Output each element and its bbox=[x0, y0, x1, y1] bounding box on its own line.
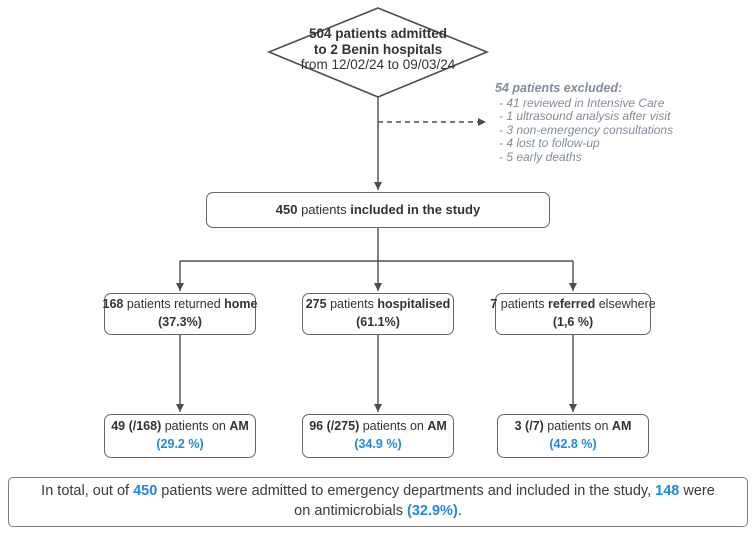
excluded-item: - 3 non-emergency consultations bbox=[499, 122, 674, 137]
summary-text: In total, out of 450 patients were admit… bbox=[41, 483, 715, 519]
outcome-box-home: 168 patients returned home (37.3%) bbox=[102, 293, 258, 335]
admitted-line2: to 2 Benin hospitals bbox=[313, 41, 443, 57]
outcome-box-hospitalised: 275 patients hospitalised (61.1%) bbox=[302, 293, 454, 335]
outcome-home-text: 168 patients returned home bbox=[102, 297, 258, 312]
excluded-item: - 4 lost to follow-up bbox=[499, 136, 600, 151]
summary-box: In total, out of 450 patients were admit… bbox=[8, 477, 748, 527]
am-referred-text: 3 (/7) patients on AM bbox=[514, 419, 632, 434]
am-hospitalised-text: 96 (/275) patients on AM bbox=[309, 419, 447, 434]
excluded-item: - 1 ultrasound analysis after visit bbox=[499, 109, 671, 124]
am-box-hospitalised: 96 (/275) patients on AM (34.9 %) bbox=[302, 414, 454, 458]
admitted-line3: from 12/02/24 to 09/03/24 bbox=[300, 57, 456, 73]
am-referred-pct: (42.8 %) bbox=[549, 437, 597, 451]
am-home-pct: (29.2 %) bbox=[156, 437, 204, 451]
included-text: 450 patients included in the study bbox=[275, 201, 481, 217]
excluded-note: 54 patients excluded: - 41 reviewed in I… bbox=[495, 81, 730, 164]
outcome-referred-pct: (1,6 %) bbox=[552, 315, 594, 329]
am-hospitalised-pct: (34.9 %) bbox=[354, 437, 402, 451]
excluded-item: - 41 reviewed in Intensive Care bbox=[499, 96, 665, 110]
am-box-referred: 3 (/7) patients on AM (42.8 %) bbox=[497, 414, 649, 458]
admitted-diamond-label: 504 patients admitted to 2 Benin hospita… bbox=[263, 26, 493, 73]
excluded-title: 54 patients excluded: bbox=[495, 81, 623, 95]
outcome-box-referred: 7 patients referred elsewhere (1,6 %) bbox=[490, 293, 656, 335]
outcome-referred-text: 7 patients referred elsewhere bbox=[490, 297, 656, 312]
admitted-line1: 504 patients admitted bbox=[308, 26, 448, 41]
am-home-text: 49 (/168) patients on AM bbox=[111, 419, 249, 434]
excluded-item: - 5 early deaths bbox=[499, 149, 582, 164]
outcome-hospitalised-text: 275 patients hospitalised bbox=[305, 297, 451, 312]
outcome-hospitalised-pct: (61.1%) bbox=[356, 315, 400, 329]
outcome-home-pct: (37.3%) bbox=[158, 315, 202, 329]
am-box-home: 49 (/168) patients on AM (29.2 %) bbox=[104, 414, 256, 458]
included-box: 450 patients included in the study bbox=[206, 192, 550, 228]
